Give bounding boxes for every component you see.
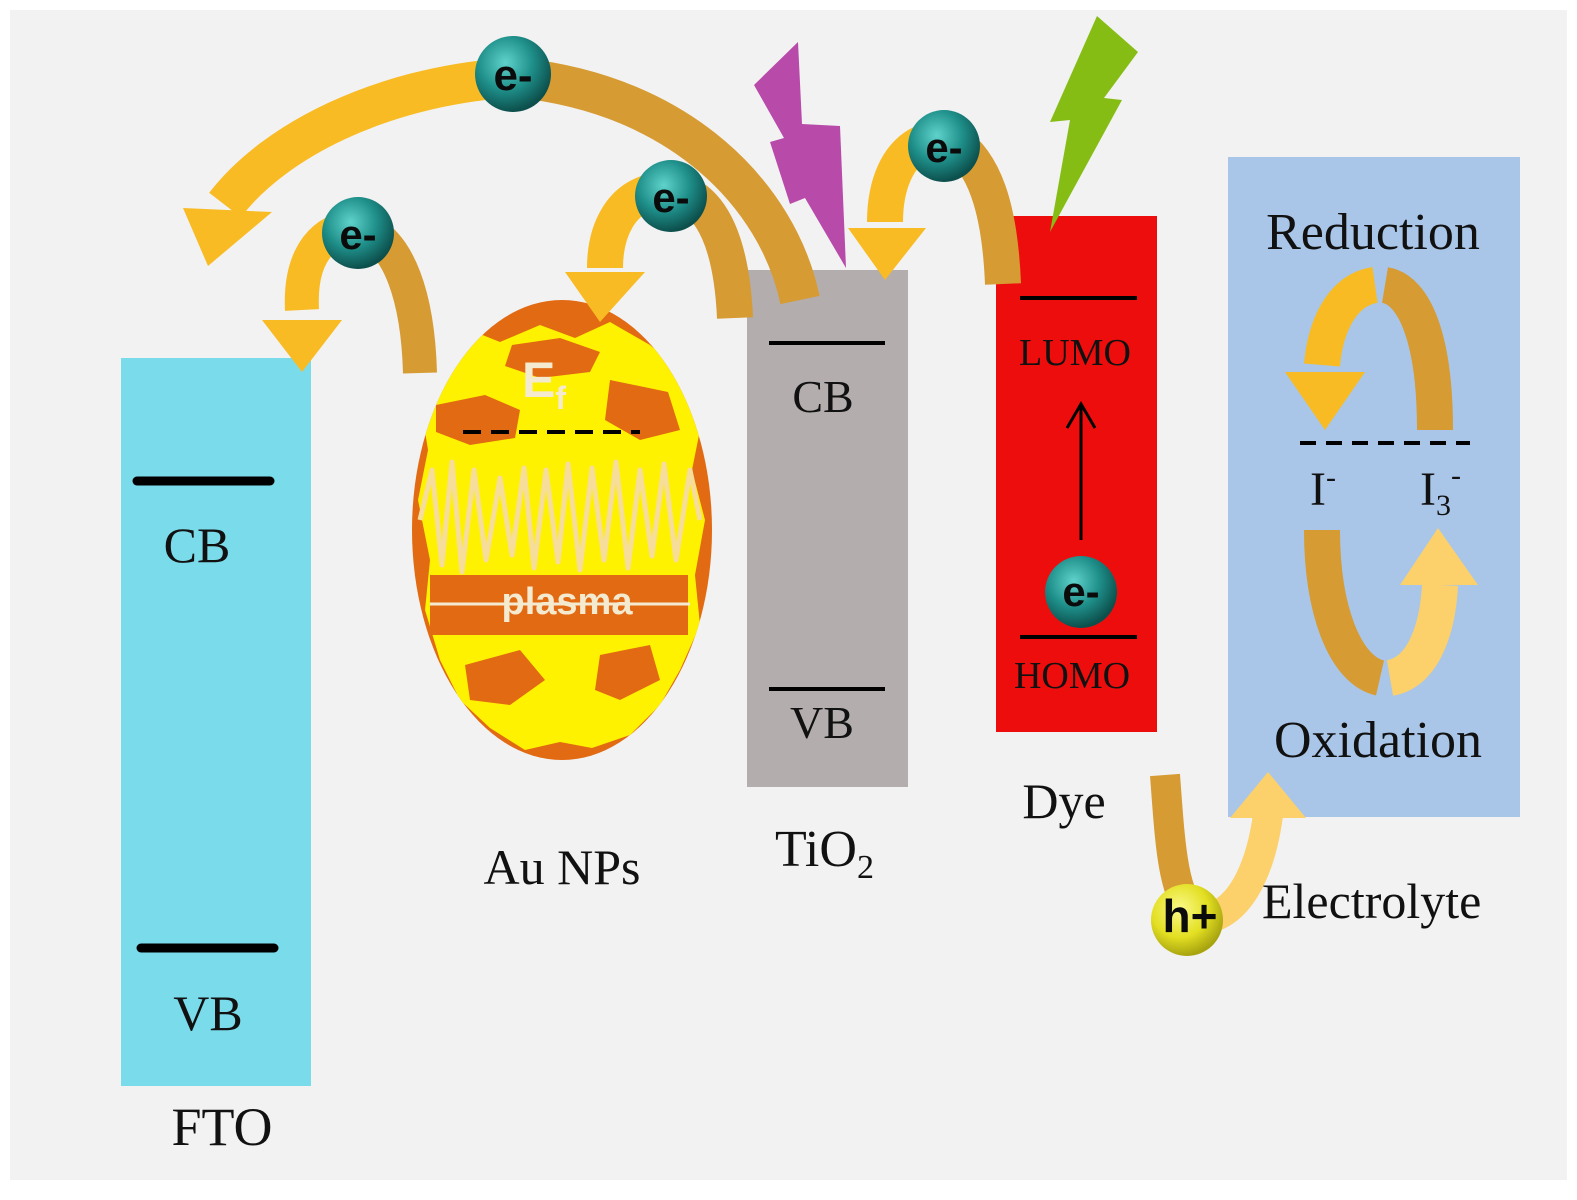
electron-au-sphere [635,160,707,232]
electron-dye-label: e- [1062,568,1099,615]
tio2-label-sub: 2 [857,849,874,886]
au-mottle-1 [505,338,600,378]
tio2-label: TiO2 [775,821,874,886]
electron-top-sphere [475,36,551,112]
fto-block [121,358,311,1086]
electron-tio2-label: e- [925,124,962,171]
au-label: Au NPs [484,839,641,895]
hole: h+ [1151,884,1223,956]
dye-homo-label: HOMO [1014,655,1130,697]
au-mottle-6 [595,645,660,700]
electron-dye-sphere [1045,556,1117,628]
iodide-main: I [1310,463,1326,516]
plasma-label: plasma [502,581,634,623]
hole-sphere [1151,884,1223,956]
oxidation-arrow-head [1400,528,1478,585]
au-fermi-main: E [522,352,555,408]
tio2-block [747,270,908,787]
reduction-arc-light [1304,267,1380,367]
oxidation-arc-dark [1304,529,1386,696]
electron-tio2-sphere [908,110,980,182]
reduction-arc-dark [1380,267,1453,431]
electron-au: e- [635,160,707,232]
electron-top: e- [475,36,551,112]
triiodide-sup: - [1451,459,1461,492]
arrow-arc-large-dark [517,58,820,305]
dye-lumo-label: LUMO [1019,332,1131,374]
au-mottle-5 [465,650,545,705]
tio2-label-main: TiO [775,821,857,878]
arrow-head-tio2-au [565,272,645,322]
green-light-flash [1050,16,1138,232]
triiodide-main: I [1420,463,1436,516]
arrow-head-au-fto [262,320,342,372]
au-fermi-label: Ef [522,352,566,416]
fto-cb-label: CB [164,517,231,573]
au-fermi-sub: f [555,380,566,416]
electron-tio2: e- [908,110,980,182]
reduction-arrow-head [1285,372,1365,430]
oxidation-label: Oxidation [1274,712,1482,769]
electron-au-label: e- [652,174,689,221]
electron-dye: e- [1045,556,1117,628]
arrow-head-hole [1230,772,1306,818]
fto-label: FTO [171,1097,272,1157]
fto-vb-label: VB [173,985,242,1041]
triiodide-sub: 3 [1436,489,1451,522]
tio2-cb-label: CB [792,371,853,422]
triiodide-label: I3- [1420,459,1461,522]
reduction-label: Reduction [1266,204,1480,261]
electron-fto-label: e- [339,211,376,258]
electron-fto: e- [322,197,394,269]
tio2-vb-label: VB [790,697,854,748]
au-mottle-3 [605,380,680,440]
dye-block [996,216,1157,732]
excitation-arrow [1065,401,1097,540]
iodide-label: I- [1310,461,1336,516]
plasma-oscillation [417,459,703,575]
iodide-sup: - [1326,461,1336,494]
au-nanoparticle: Ef plasma [412,300,712,760]
arrow-arc-large-light [209,58,507,218]
electron-top-label: e- [493,51,532,100]
arrow-head-large [183,208,272,266]
electron-fto-sphere [322,197,394,269]
electrolyte-label: Electrolyte [1262,873,1481,929]
dye-label: Dye [1022,773,1105,829]
arrow-head-dye-tio2 [848,228,926,280]
hole-label: h+ [1163,890,1218,942]
purple-light-flash [754,42,846,268]
electrolyte-box [1228,157,1520,817]
oxidation-arc-light [1385,583,1458,696]
